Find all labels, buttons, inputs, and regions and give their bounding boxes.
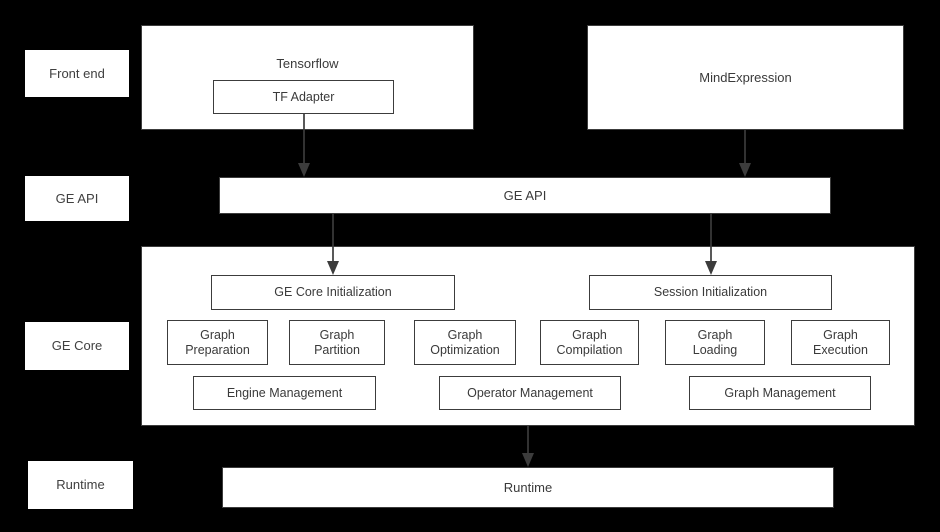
connector-tf-adapter-to-ge-api [298,113,310,177]
layer-tag-runtime-label: Runtime [56,477,105,493]
connector-mindexpression-to-ge-api [739,130,751,177]
session-initialization-box[interactable]: Session Initialization [589,275,832,310]
layer-tag-front-end-label: Front end [49,65,105,81]
layer-tag-runtime: Runtime [28,461,133,509]
runtime-bar[interactable]: Runtime [222,467,834,508]
mindexpression-box[interactable]: MindExpression [587,25,904,130]
graph-management-box[interactable]: Graph Management [689,376,871,410]
graph-partition-label: Graph Partition [314,327,360,357]
layer-tag-ge-core: GE Core [25,322,129,370]
operator-management-box[interactable]: Operator Management [439,376,621,410]
connector-ge-api-to-session-init [705,214,717,275]
graph-management-label: Graph Management [724,385,836,400]
engine-management-box[interactable]: Engine Management [193,376,376,410]
operator-management-label: Operator Management [467,385,593,400]
ge-api-bar[interactable]: GE API [219,177,831,214]
mindexpression-label: MindExpression [699,69,792,85]
connector-ge-api-to-core-init [327,214,339,275]
ge-core-initialization-label: GE Core Initialization [274,285,392,300]
ge-api-bar-label: GE API [503,187,547,203]
graph-optimization-box[interactable]: Graph Optimization [414,320,516,365]
ge-core-initialization-box[interactable]: GE Core Initialization [211,275,455,310]
layer-tag-ge-api-label: GE API [55,190,99,206]
graph-partition-box[interactable]: Graph Partition [289,320,385,365]
tensorflow-label: Tensorflow [276,56,339,71]
layer-tag-front-end: Front end [25,50,129,97]
graph-loading-label: Graph Loading [692,327,738,357]
graph-preparation-box[interactable]: Graph Preparation [167,320,268,365]
connector-ge-core-to-runtime [522,426,534,467]
engine-management-label: Engine Management [226,385,343,400]
graph-execution-label: Graph Execution [813,327,868,357]
layer-tag-ge-api: GE API [25,176,129,221]
layer-tag-ge-core-label: GE Core [51,338,103,354]
graph-loading-box[interactable]: Graph Loading [665,320,765,365]
graph-compilation-label: Graph Compilation [556,327,623,357]
session-initialization-label: Session Initialization [653,285,768,300]
runtime-bar-label: Runtime [503,479,553,495]
graph-execution-box[interactable]: Graph Execution [791,320,890,365]
graph-optimization-label: Graph Optimization [430,327,500,357]
graph-preparation-label: Graph Preparation [185,327,250,357]
tf-adapter-label: TF Adapter [272,89,335,104]
graph-compilation-box[interactable]: Graph Compilation [540,320,639,365]
